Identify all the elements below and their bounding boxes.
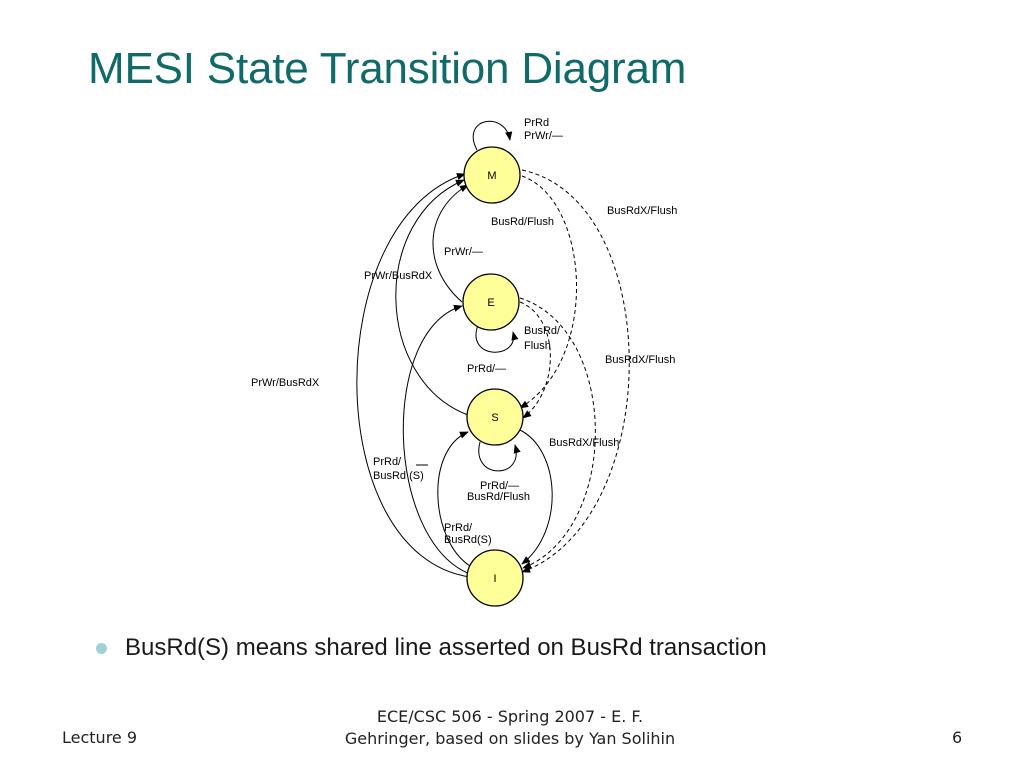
m-to-i-label: BusRdX/Flush <box>607 205 677 217</box>
footer-course-line-2: Gehringer, based on slides by Yan Solihi… <box>344 729 676 748</box>
state-i: I <box>466 549 524 607</box>
e-to-s-edge <box>519 301 551 419</box>
m-self-label-2: PrWr/— <box>524 130 563 142</box>
state-e: E <box>462 273 520 331</box>
s-self-label-1: PrRd/— <box>480 480 519 492</box>
footer-page-number: 6 <box>952 728 963 747</box>
bullet-dot-icon <box>96 642 107 654</box>
state-s: S <box>466 388 524 446</box>
state-i-label: I <box>493 573 496 585</box>
i-to-s-label-1: PrRd/ <box>444 522 473 534</box>
i-to-e-edge <box>402 304 471 575</box>
i-to-m-edge <box>356 173 471 578</box>
s-self-label-2: BusRd/Flush <box>467 491 530 503</box>
e-to-m-edge <box>432 184 469 303</box>
s-to-i-edge <box>519 429 553 565</box>
i-to-s-label-2: BusRd(S) <box>444 534 492 546</box>
m-to-s-edge <box>519 175 578 409</box>
i-to-s-edge <box>437 431 471 567</box>
state-m-label: M <box>487 170 496 182</box>
footer-course-line-1: ECE/CSC 506 - Spring 2007 - E. F. <box>376 707 644 726</box>
e-to-i-edge <box>519 297 596 569</box>
state-s-label: S <box>491 412 498 424</box>
s-to-i-label: BusRdX/Flush <box>549 437 619 449</box>
slide-title: MESI State Transition Diagram <box>88 44 687 93</box>
m-to-s-label: BusRd/Flush <box>491 216 554 228</box>
i-to-e-label-1: PrRd/ <box>373 456 402 468</box>
footer-course: ECE/CSC 506 - Spring 2007 - E. F. Gehrin… <box>310 706 710 750</box>
state-e-label: E <box>487 297 494 309</box>
e-to-s-label-1: BusRd/ <box>524 325 561 337</box>
e-to-s-label-2: Flush <box>524 340 551 352</box>
state-m: M <box>463 146 521 204</box>
bullet-text: BusRd(S) means shared line asserted on B… <box>125 634 767 661</box>
e-self-loop <box>475 324 519 353</box>
i-to-e-label-2: BusRd (S) <box>373 470 424 482</box>
m-self-label-1: PrRd <box>524 117 549 129</box>
s-self-loop <box>478 441 521 472</box>
bullet-item: BusRd(S) means shared line asserted on B… <box>96 634 767 662</box>
s-to-m-label: PrWr/BusRdX <box>364 270 433 282</box>
i-to-m-label: PrWr/BusRdX <box>251 377 320 389</box>
footer-lecture: Lecture 9 <box>62 728 138 747</box>
e-to-m-label: PrWr/— <box>444 246 483 258</box>
m-to-i-edge <box>521 169 630 573</box>
m-self-loop <box>472 120 513 151</box>
e-self-label: PrRd/— <box>467 363 506 375</box>
e-to-i-label: BusRdX/Flush <box>605 354 675 366</box>
s-to-m-edge <box>395 179 469 416</box>
